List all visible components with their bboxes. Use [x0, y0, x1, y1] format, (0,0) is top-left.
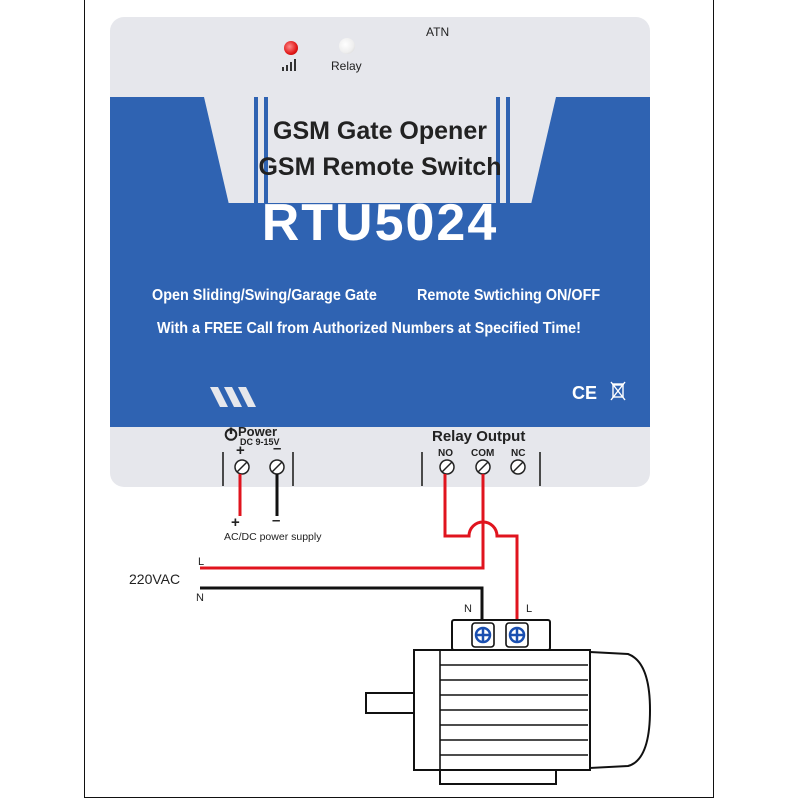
relay-output-label: Relay Output [432, 428, 526, 445]
mains-neutral-label: N [196, 592, 204, 604]
relay-no-to-motor-wire [443, 474, 519, 622]
image-frame [84, 0, 714, 798]
motor-live-label: L [526, 603, 533, 615]
title-banner [204, 97, 556, 203]
decorative-slashes-icon [210, 387, 256, 407]
screw-terminal [234, 459, 526, 475]
model-name: RTU5024 [261, 194, 499, 252]
banner-stripe [496, 97, 500, 203]
relay-led-label: Relay [331, 59, 362, 73]
power-voltage-label: DC 9-15V [240, 437, 280, 447]
motor-neutral-label: N [464, 603, 472, 615]
power-label: Power [238, 424, 278, 439]
power-icon [224, 427, 238, 441]
feature-free-call: With a FREE Call from Authorized Numbers… [157, 320, 581, 337]
banner-stripe [254, 97, 258, 203]
power-supply-label: AC/DC power supply [224, 531, 322, 543]
power-minus-label: – [273, 440, 282, 457]
power-terminal-bracket [222, 452, 294, 486]
signal-strength-icon [282, 59, 296, 71]
mains-live-label: L [198, 556, 205, 568]
mains-live-wire [200, 474, 485, 570]
mains-neutral-wire [200, 586, 484, 622]
power-plus-label: + [236, 442, 245, 459]
banner-stripe [264, 97, 268, 203]
ce-mark: CE [572, 383, 598, 403]
terminal-nc-label: NC [511, 448, 526, 459]
feature-gate: Open Sliding/Swing/Garage Gate [152, 287, 377, 304]
weee-bin-icon [610, 381, 626, 401]
supply-minus-label: – [272, 512, 281, 529]
relay-terminal-bracket [421, 452, 541, 486]
supply-plus-label: + [231, 514, 240, 531]
banner-stripe [506, 97, 510, 203]
antenna-label: ATN [426, 25, 450, 39]
mains-voltage-label: 220VAC [129, 571, 181, 587]
title-line-2: GSM Remote Switch [258, 153, 502, 181]
feature-switching: Remote Swtiching ON/OFF [417, 287, 601, 304]
relay-led [339, 38, 355, 54]
rtu5024-device: Relay ATN GSM Gate Opener GSM Remote Swi… [110, 17, 650, 487]
terminal-no-label: NO [438, 448, 453, 459]
motor-fins [439, 650, 588, 770]
title-line-1: GSM Gate Opener [273, 117, 487, 145]
signal-led-red [284, 41, 298, 55]
terminal-com-label: COM [471, 448, 495, 459]
